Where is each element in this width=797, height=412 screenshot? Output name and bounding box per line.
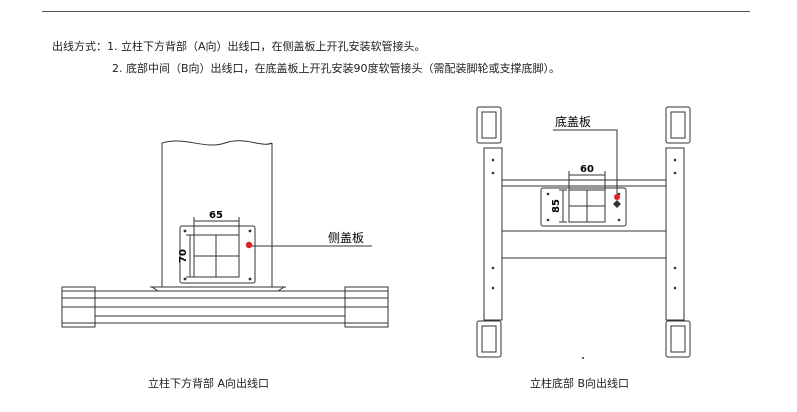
bottom-cover-plate [540,187,627,227]
callout-bottom-cover: 底盖板 [555,114,591,129]
side-cover-plate [179,225,256,284]
cross-beam [501,179,667,259]
notes-item-2: 2. 底部中间（B向）出线口，在底盖板上开孔安装90度软管接头（需配装脚轮或支撑… [112,62,561,75]
foot-top-right [665,106,691,144]
outlet-marker-b [614,194,620,200]
top-rule [42,11,750,12]
caption-left: 立柱下方背部 A向出线口 [148,377,270,390]
foot-bottom-right [665,320,691,358]
notes-item-1: 1. 立柱下方背部（A向）出线口，在侧盖板上开孔安装软管接头。 [107,40,426,53]
outlet-marker-a [245,241,253,249]
dim-width-a: 65 [209,210,223,221]
dim-width-b: 60 [580,164,594,175]
dim-height-b: 85 [551,199,562,213]
column-body [161,143,273,287]
notes-line-1: 出线方式：1. 立柱下方背部（A向）出线口，在侧盖板上开孔安装软管接头。 [52,40,426,54]
column-break-line [161,140,273,146]
foot-top-left [476,106,502,144]
rail-end-left [61,286,96,328]
foot-bottom-left [476,320,502,358]
callout-side-cover: 侧盖板 [328,231,364,245]
notes-label: 出线方式： [52,40,107,53]
caption-right: 立柱底部 B向出线口 [530,377,630,390]
rail-end-right [344,286,389,328]
dim-height-a: 70 [178,249,189,263]
